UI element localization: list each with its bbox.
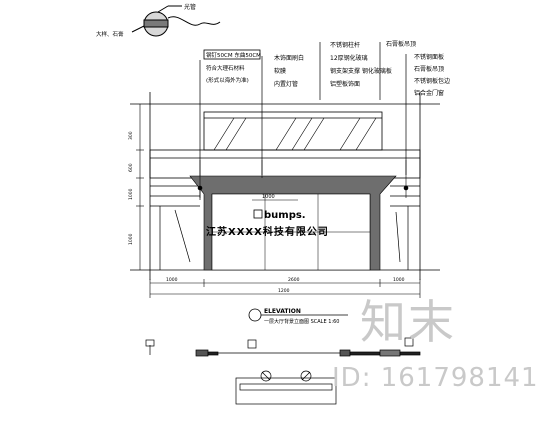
left-dimensions: [136, 104, 144, 270]
plan-wall-segment: [207, 351, 219, 356]
chair-detail: [301, 371, 311, 381]
sign-spec-line2: 符合大理石材料: [206, 64, 245, 72]
detail-left-label: 大样、石膏: [96, 30, 124, 38]
dim-bottom-1: 1000: [166, 277, 178, 283]
small-dim-label: 1000: [262, 194, 275, 200]
dim-bottom-3: 1000: [393, 277, 405, 283]
side-dim-2: 600: [128, 163, 134, 172]
plan-desk-top: [239, 383, 333, 391]
plan-marker-box: [145, 339, 155, 347]
side-dim-1: 300: [128, 131, 134, 140]
glass-hatch: [291, 117, 313, 151]
sign-spec-line3: (形式以海外为准): [206, 76, 249, 84]
plan-planter: [404, 337, 414, 347]
notes-left: 木饰面刷白 软膜 内置灯管: [261, 54, 304, 175]
right-diagonal: [395, 211, 401, 263]
glass-hatching: [213, 117, 377, 151]
logo-text: bumps.: [264, 210, 306, 221]
detail-callout: [131, 5, 221, 37]
detail-leader: [167, 16, 221, 26]
detail-top-label: 光管: [184, 3, 196, 11]
chair-icon: [260, 370, 272, 382]
note-right-4: 不锈钢板包边: [414, 77, 450, 85]
plan-planter: [247, 339, 257, 349]
glass-hatch: [339, 117, 361, 151]
detail-pointer-left: [131, 25, 145, 33]
note-right-5: 铝合金门窗: [414, 89, 444, 97]
detail-section: [143, 19, 169, 28]
feature-wall: [189, 175, 397, 271]
side-dim-4: 1000: [128, 233, 134, 245]
chair-icon: [300, 370, 312, 382]
side-dim-3: 1000: [128, 188, 134, 200]
title-block: ELEVATION 一层大厅背景立面图 SCALE 1:60: [248, 308, 348, 325]
bottom-dimensions: [149, 279, 421, 298]
note-left-2: 软膜: [274, 67, 286, 75]
plan-reception-desk: [235, 377, 337, 405]
notes-mid: 不锈钢柱杆 12厚钢化玻璃 钢支架支撑 钢化玻璃板 铝塑板饰面: [319, 41, 392, 100]
plan-column: [339, 349, 351, 357]
title-main: ELEVATION: [264, 308, 301, 315]
note-left-3: 内置灯管: [274, 80, 298, 88]
glass-hatch: [213, 117, 235, 151]
plan-wall-segment: [399, 351, 421, 356]
note-mid-3: 钢支架支撑 钢化玻璃板: [330, 67, 392, 75]
note-right-2: 不锈钢面板: [414, 53, 444, 61]
light-fixture-icon: [197, 185, 203, 191]
watermark-logo: 知末: [360, 295, 456, 349]
watermark-id: ID: 161798141: [332, 363, 539, 393]
glass-hatch: [275, 117, 297, 151]
dim-bottom-2: 2600: [288, 277, 300, 283]
note-left-1: 木饰面刷白: [274, 54, 304, 62]
plan-wall-segment: [349, 351, 381, 356]
plan-view: [145, 337, 421, 405]
company-name: 江苏XXXX科技有限公司: [206, 225, 329, 238]
soffit-band: [149, 149, 421, 179]
plan-column: [195, 349, 209, 357]
notes-right: 石膏板吊顶 不锈钢面板 石膏板吊顶 不锈钢板包边 铝合金门窗: [379, 40, 450, 175]
note-mid-1: 不锈钢柱杆: [330, 41, 360, 49]
sign-spec-line1: 钢钉50CM 东曲50CM: [206, 51, 261, 59]
title-sub: 一层大厅背景立面图 SCALE 1:60: [264, 318, 339, 325]
glass-hatch: [225, 117, 247, 151]
note-mid-2: 12厚钢化玻璃: [330, 54, 368, 62]
dim-total: 1200: [278, 288, 290, 294]
detail-pointer: [157, 5, 169, 13]
note-right-3: 石膏板吊顶: [414, 65, 444, 73]
light-fixture-icon: [403, 185, 409, 191]
chair-detail: [261, 371, 271, 381]
left-diagonal: [174, 209, 191, 263]
note-mid-4: 铝塑板饰面: [330, 80, 360, 88]
company-logo-icon: [253, 209, 263, 219]
title-symbol: [248, 308, 262, 322]
lights: [197, 160, 409, 198]
glass-hatch: [355, 117, 377, 151]
note-right-1: 石膏板吊顶: [386, 40, 416, 48]
sign-spec-box: [203, 49, 261, 60]
glass-hatch: [303, 117, 325, 151]
